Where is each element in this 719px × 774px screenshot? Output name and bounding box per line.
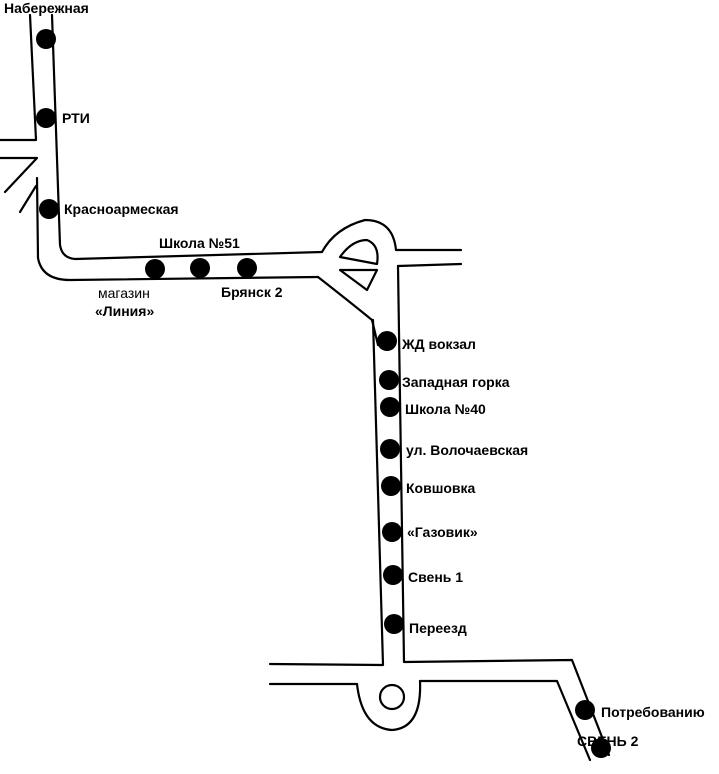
- label-gazovik: «Газовик»: [407, 524, 478, 540]
- landmark-line1: магазин: [98, 285, 150, 301]
- road-left-street-west-lower: [0, 156, 39, 194]
- stop-marker-volochaevskaya[interactable]: [380, 439, 400, 459]
- stop-marker-sven-1[interactable]: [383, 565, 403, 585]
- label-bryansk-2: Брянск 2: [221, 284, 283, 300]
- stop-marker-sven-2[interactable]: [591, 738, 611, 758]
- label-rti: РТИ: [62, 110, 90, 126]
- landmark-liniya: магазин «Линия»: [95, 285, 154, 319]
- label-kovshovka: Ковшовка: [406, 480, 476, 496]
- label-potrebovaniyu: Потребованию: [601, 704, 705, 720]
- road-left-street-inner-diag: [18, 184, 38, 214]
- road-left-street-west: [0, 13, 38, 142]
- landmark-line2: «Линия»: [95, 303, 154, 319]
- stop-markers: [36, 29, 611, 758]
- stop-marker-shkola-51[interactable]: [190, 258, 210, 278]
- road-junction-east-lower: [396, 262, 463, 268]
- stop-labels: Набережная РТИ Красноармеская Школа №51 …: [4, 0, 705, 749]
- stop-marker-krasnoarmeyskaya[interactable]: [39, 199, 59, 219]
- stop-marker-zapadnaya-gorka[interactable]: [379, 370, 399, 390]
- stop-marker-rti[interactable]: [36, 108, 56, 128]
- label-shkola-40: Школа №40: [405, 401, 486, 417]
- road-left-street-west-edge: [35, 176, 320, 282]
- stop-marker-shkola-40[interactable]: [380, 397, 400, 417]
- stop-marker-pereezd[interactable]: [384, 614, 404, 634]
- road-bottom-street-lower: [268, 679, 592, 762]
- stop-marker-potrebovaniyu[interactable]: [575, 700, 595, 720]
- road-left-street-east-edge: [50, 13, 324, 261]
- road-junction-island: [338, 238, 379, 266]
- label-volochaevskaya: ул. Волочаевская: [406, 442, 528, 458]
- road-roundabout-inner: [378, 683, 406, 711]
- road-roundabout-outer: [355, 679, 422, 732]
- road-junction-triangle: [338, 268, 379, 292]
- road-main-street-west-edge: [268, 318, 385, 667]
- label-zapadnaya-gorka: Западная горка: [402, 374, 510, 390]
- stop-marker-liniya[interactable]: [145, 259, 165, 279]
- label-pereezd: Переезд: [409, 620, 467, 636]
- road-network: [0, 13, 611, 762]
- stop-marker-gazovik[interactable]: [382, 522, 402, 542]
- stop-marker-zhd-vokzal[interactable]: [377, 331, 397, 351]
- stop-marker-kovshovka[interactable]: [381, 476, 401, 496]
- label-naberezhnaya: Набережная: [4, 0, 89, 16]
- stop-marker-bryansk-2[interactable]: [237, 258, 257, 278]
- road-junction-outer: [320, 218, 463, 254]
- label-sven-2: СВЕНЬ 2: [577, 733, 639, 749]
- label-sven-1: Свень 1: [408, 569, 463, 585]
- label-krasnoarmeyskaya: Красноармеская: [64, 201, 179, 217]
- label-zhd-vokzal: ЖД вокзал: [401, 336, 476, 352]
- stop-marker-naberezhnaya[interactable]: [36, 29, 56, 49]
- label-shkola-51: Школа №51: [159, 235, 240, 251]
